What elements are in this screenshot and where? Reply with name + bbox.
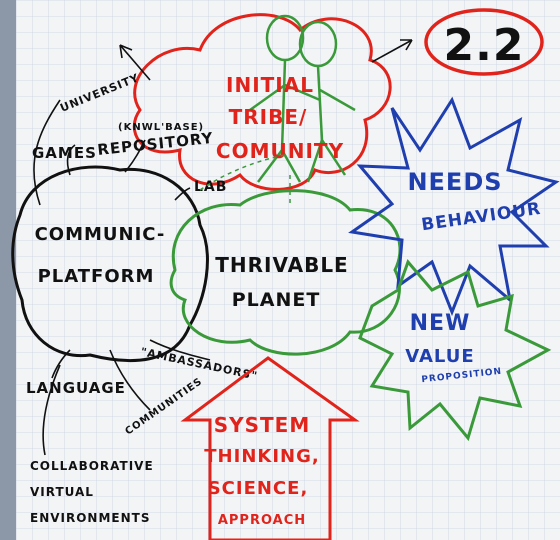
arrows-icon [119, 39, 413, 81]
platform-cloud: COMMUNIC- PLATFORM [11, 165, 209, 363]
link-language: LANGUAGE [26, 379, 126, 397]
platform-line-2: PLATFORM [38, 266, 155, 287]
approach-arrow: SYSTEM THINKING, SCIENCE, APPROACH [180, 356, 360, 540]
approach-line-3: SCIENCE, [208, 478, 309, 499]
platform-links [33, 99, 211, 456]
approach-line-4: APPROACH [218, 513, 306, 528]
link-games: GAMES [32, 144, 97, 162]
platform-line-1: COMMUNIC- [35, 224, 166, 245]
person-figures-icon [249, 14, 356, 183]
value-line-2: VALUE [405, 346, 474, 367]
version-badge-text: 2.2 [444, 20, 525, 71]
thrivable-line-2: PLANET [232, 289, 321, 311]
community-cloud-line-2: TRIBE/ [229, 105, 308, 129]
link-virtual-env-3: ENVIRONMENTS [30, 511, 151, 525]
dashed-link [199, 154, 291, 205]
link-repository-note: (KNWL'BASE) [118, 122, 204, 133]
thrivable-cloud: THRIVABLE PLANET [169, 189, 402, 356]
link-virtual-env-1: COLLABORATIVE [30, 459, 154, 473]
link-virtual-env-2: VIRTUAL [30, 485, 94, 499]
approach-line-1: SYSTEM [214, 413, 311, 437]
version-badge: 2.2 [424, 8, 544, 76]
thrivable-line-1: THRIVABLE [215, 253, 348, 277]
community-cloud-line-3: COMUNITY [216, 139, 344, 163]
link-lab: LAB [194, 179, 227, 195]
value-line-1: NEW [410, 311, 471, 336]
community-cloud: INITIAL TRIBE/ COMUNITY [132, 13, 392, 191]
community-cloud-line-1: INITIAL [226, 73, 314, 97]
approach-line-2: THINKING, [204, 446, 319, 467]
needs-line-1: NEEDS [407, 168, 502, 196]
